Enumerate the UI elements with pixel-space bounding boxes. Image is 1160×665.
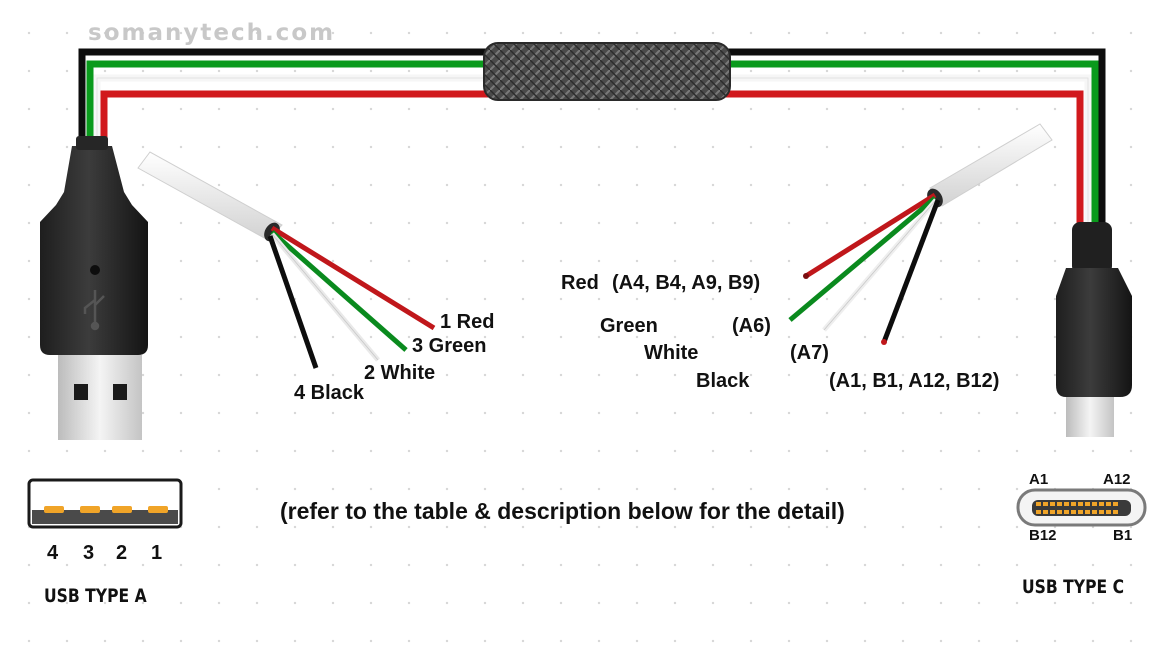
usb-a-pin-number: 4 xyxy=(47,542,59,564)
usb-a-pin-number: 3 xyxy=(83,542,95,564)
wire-label-black-a: 4 Black xyxy=(294,382,365,404)
usb-a-port-icon xyxy=(27,478,183,529)
reference-note: (refer to the table & description below … xyxy=(280,498,845,524)
usb-c-stripped-cable xyxy=(788,123,1053,345)
wire-pins-green-c: (A6) xyxy=(732,315,771,337)
wire-name-white-c: White xyxy=(644,342,699,364)
usb-logo-icon xyxy=(83,290,105,331)
usb-a-title: USB TYPE A xyxy=(44,585,147,607)
usb-c-metal-shell xyxy=(1066,397,1114,437)
wire-name-black-c: Black xyxy=(696,370,750,392)
wire-pins-white-c: (A7) xyxy=(790,342,829,364)
watermark: somanytech.com xyxy=(88,20,336,46)
wire-pins-black-c: (A1, B1, A12, B12) xyxy=(829,370,1000,392)
usb-c-pin-label-a1: A1 xyxy=(1029,471,1049,488)
braided-sleeve xyxy=(484,43,730,100)
usb-a-metal-shell xyxy=(58,355,142,440)
wire-name-red-c: Red xyxy=(561,272,599,294)
wire-label-green-a: 3 Green xyxy=(412,335,487,357)
usb-c-pin-label-a12: A12 xyxy=(1103,471,1131,488)
cable-bundle xyxy=(78,42,1106,230)
usb-a-pin-number: 1 xyxy=(151,542,163,564)
usb-c-plug xyxy=(1056,222,1132,437)
wire-name-green-c: Green xyxy=(600,315,658,337)
usb-a-stripped-cable xyxy=(137,151,436,369)
usb-c-title: USB TYPE C xyxy=(1022,576,1125,598)
usb-c-pin-label-b12: B12 xyxy=(1029,527,1057,544)
wire-label-red-a: 1 Red xyxy=(440,311,495,333)
led-dot xyxy=(90,265,100,275)
usb-a-plug xyxy=(40,136,148,440)
wire-label-white-a: 2 White xyxy=(364,362,436,384)
usb-c-pin-label-b1: B1 xyxy=(1113,527,1133,544)
usb-c-port-icon xyxy=(1016,488,1147,527)
usb-a-pin-number: 2 xyxy=(116,542,128,564)
wire-pins-red-c: (A4, B4, A9, B9) xyxy=(612,272,761,294)
